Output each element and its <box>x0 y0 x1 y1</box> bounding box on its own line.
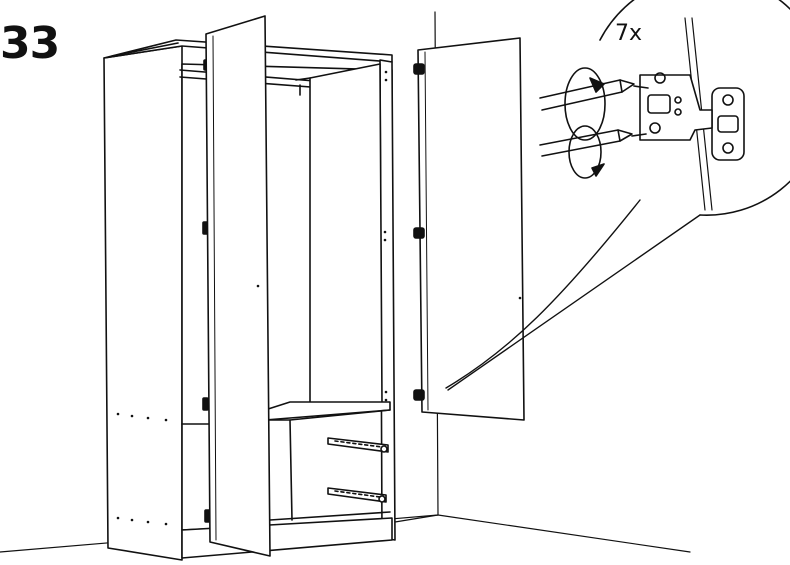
detached-door <box>413 37 525 421</box>
door-hinges <box>413 63 425 401</box>
callout-leader-upper <box>447 214 701 391</box>
rotation-arrow-upper <box>564 67 606 141</box>
rotation-arrow-lower <box>568 125 605 179</box>
hinge-arm <box>639 72 713 141</box>
step-number: 33 <box>0 18 60 69</box>
side-panel-holes <box>116 70 388 526</box>
hinge-detail-callout: 7x <box>445 0 790 391</box>
screwdriver-upper <box>539 79 649 111</box>
drawer-runner-lower <box>327 487 387 503</box>
callout-leader-lower <box>445 199 641 389</box>
left-side-panel <box>103 45 183 561</box>
quantity-label: 7x <box>615 21 642 46</box>
hinge-mounting-plate <box>711 87 745 161</box>
drawer-runner-upper <box>327 437 389 453</box>
left-door <box>205 15 271 557</box>
screwdriver-lower <box>539 129 647 157</box>
right-side-panel <box>379 59 396 541</box>
inner-side <box>309 63 383 413</box>
